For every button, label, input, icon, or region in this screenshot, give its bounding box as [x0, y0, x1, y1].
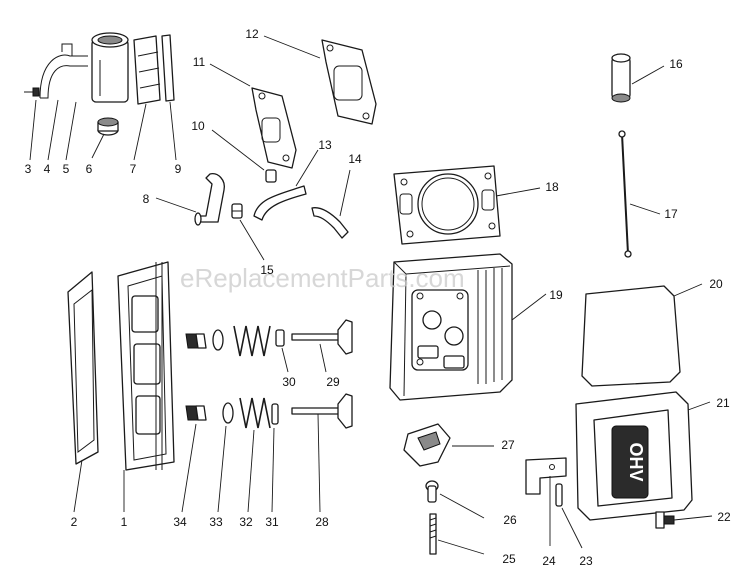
part-32-valve-spring	[233, 325, 271, 429]
callout-34: 34	[173, 515, 187, 529]
callout-4: 4	[44, 162, 51, 176]
part-16-tappet	[611, 53, 631, 103]
callout-8: 8	[143, 192, 150, 206]
callout-5: 5	[63, 162, 70, 176]
part-12-cover-plate	[321, 39, 377, 125]
callout-16: 16	[669, 57, 683, 71]
part-15-clamp	[231, 203, 243, 219]
callout-32: 32	[239, 515, 253, 529]
callout-10: 10	[191, 119, 205, 133]
callout-2: 2	[71, 515, 78, 529]
part-19-cylinder-head	[389, 253, 513, 401]
part-31-spring-seat	[271, 403, 279, 425]
part-17-push-rod	[618, 130, 632, 258]
part-5-breather-body	[91, 32, 129, 103]
breather-assembly	[24, 32, 175, 136]
part-22-fitting	[655, 511, 675, 529]
callout-30: 30	[282, 375, 296, 389]
part-24-bracket	[525, 457, 567, 495]
callout-26: 26	[503, 513, 517, 527]
part-25-stud	[429, 513, 437, 555]
callout-1: 1	[121, 515, 128, 529]
callout-20: 20	[709, 277, 723, 291]
callout-6: 6	[86, 162, 93, 176]
watermark: eReplacementParts.com	[180, 263, 465, 293]
part-10-grommet	[265, 169, 277, 183]
cover-marking: OHV	[626, 442, 646, 481]
callout-33: 33	[209, 515, 223, 529]
part-18-head-gasket	[393, 165, 501, 245]
callout-15: 15	[260, 263, 274, 277]
part-8-elbow-tube	[197, 173, 225, 223]
breather-hoses	[194, 169, 349, 239]
part-4-clip	[39, 54, 88, 99]
callout-11: 11	[193, 55, 206, 69]
callout-31: 31	[265, 515, 279, 529]
callout-9: 9	[175, 162, 182, 176]
part-28-valve	[291, 393, 353, 429]
callout-24: 24	[542, 554, 556, 568]
part-30-seal	[275, 329, 285, 347]
callout-27: 27	[501, 438, 515, 452]
callout-18: 18	[545, 180, 559, 194]
part-29-valve	[291, 319, 353, 355]
callout-3: 3	[25, 162, 32, 176]
callout-12: 12	[245, 27, 259, 41]
callout-28: 28	[315, 515, 329, 529]
callout-19: 19	[549, 288, 563, 302]
part-6-cap	[97, 117, 119, 136]
part-11-breather-plate	[251, 87, 297, 169]
part-33-retainer	[212, 329, 234, 424]
part-20-cover-gasket	[581, 285, 681, 387]
callout-14: 14	[348, 152, 362, 166]
callout-labels: 3 4 5 6 7 9 8 10 11 12 13 14 15 16 17 18…	[25, 27, 731, 568]
part-13-hose	[253, 185, 307, 221]
callout-13: 13	[318, 138, 332, 152]
part-1-housing	[117, 261, 175, 471]
callout-17: 17	[664, 207, 678, 221]
part-9-plate	[161, 34, 175, 102]
callout-23: 23	[579, 554, 593, 568]
callout-21: 21	[716, 396, 730, 410]
callout-7: 7	[130, 162, 137, 176]
callout-25: 25	[502, 552, 516, 566]
part-34-keepers	[185, 333, 207, 421]
part-3-screw	[24, 87, 40, 97]
part-23-bolt	[555, 483, 563, 507]
part-14-hose	[311, 207, 349, 239]
part-26-plug-cap	[425, 480, 439, 503]
part-21-valve-cover: OHV	[575, 391, 693, 521]
part-2-shroud	[67, 271, 99, 465]
callout-29: 29	[326, 375, 340, 389]
callout-22: 22	[717, 510, 731, 524]
part-27-rocker-cover	[403, 423, 451, 467]
leader-lines	[29, 35, 713, 555]
